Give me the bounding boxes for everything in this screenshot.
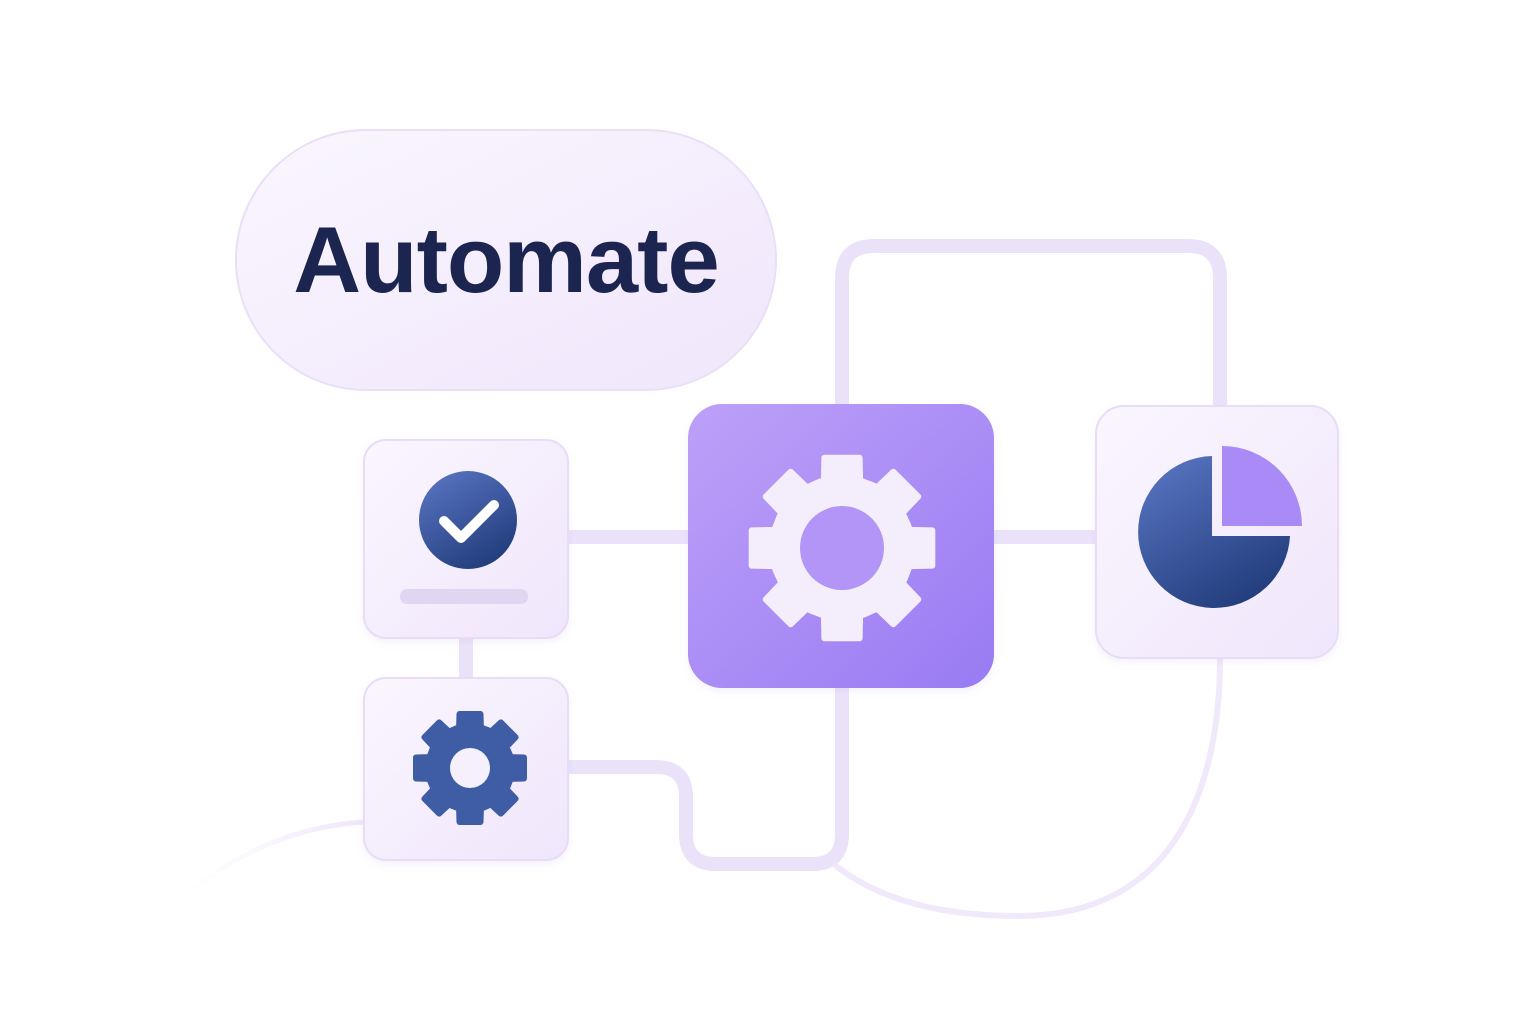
title-pill: Automate	[235, 129, 777, 391]
check-circle-icon	[419, 471, 517, 569]
connector-tail	[187, 819, 367, 895]
node-report[interactable]	[1095, 405, 1339, 659]
connector-engine-report-loop	[835, 239, 1227, 413]
connector-settings-engine	[561, 681, 849, 871]
connector-report-curve	[833, 655, 1223, 919]
connector-lines	[187, 239, 1227, 919]
text-line-placeholder	[400, 589, 528, 604]
title-text: Automate	[293, 207, 718, 312]
gear-icon	[748, 454, 936, 642]
gear-icon	[413, 711, 527, 825]
pie-chart-icon	[1138, 446, 1302, 608]
